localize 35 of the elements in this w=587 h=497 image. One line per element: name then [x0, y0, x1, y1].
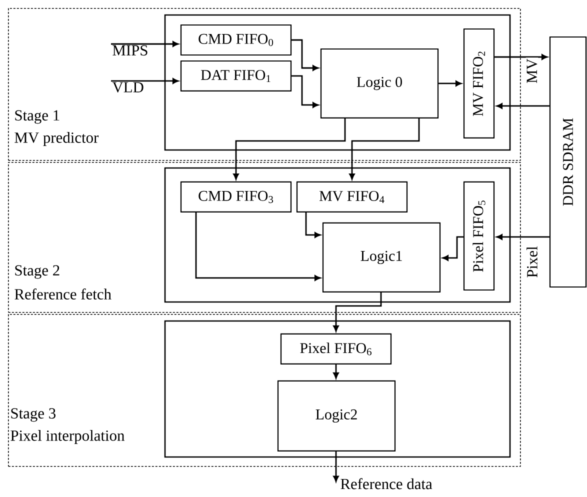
module-box	[164, 14, 511, 151]
block-box: DAT FIFO$_{1}$	[180, 60, 292, 92]
arrow	[438, 80, 462, 86]
edge-label: MV	[526, 58, 538, 84]
arrow	[333, 364, 339, 379]
arrow	[111, 41, 179, 47]
arrow	[305, 212, 321, 238]
block-box: Logic2	[277, 380, 396, 452]
block-box: DDR SDRAM	[549, 36, 587, 288]
arrow	[442, 236, 464, 261]
arrow	[233, 118, 346, 180]
arrow	[292, 39, 319, 71]
arrow	[494, 54, 548, 60]
signal-label: Reference data	[340, 478, 432, 490]
arrow	[496, 103, 550, 109]
block-box: CMD FIFO$_{0}$	[180, 24, 292, 56]
arrow	[333, 292, 382, 332]
block-box: CMD FIFO$_{3}$	[180, 181, 292, 213]
arrow	[111, 78, 179, 84]
block-box: Pixel FIFO$_{6}$	[280, 333, 392, 365]
signal-label: MIPS	[112, 45, 148, 56]
signal-label: VLD	[112, 82, 144, 93]
edge-label: Pixel	[526, 245, 538, 279]
module-box	[164, 167, 511, 303]
arrow	[496, 234, 550, 240]
arrow	[195, 212, 321, 281]
block-box: Pixel FIFO$_{5}$	[463, 181, 495, 291]
block-box: Logic 0	[320, 48, 439, 119]
module-box	[164, 320, 511, 458]
arrow	[349, 118, 420, 180]
arrow	[292, 75, 319, 108]
block-box: MV FIFO$_{4}$	[296, 181, 408, 213]
block-box: MV FIFO$_{2}$	[463, 28, 495, 139]
block-box: Logic1	[322, 222, 441, 293]
arrow	[333, 452, 339, 482]
